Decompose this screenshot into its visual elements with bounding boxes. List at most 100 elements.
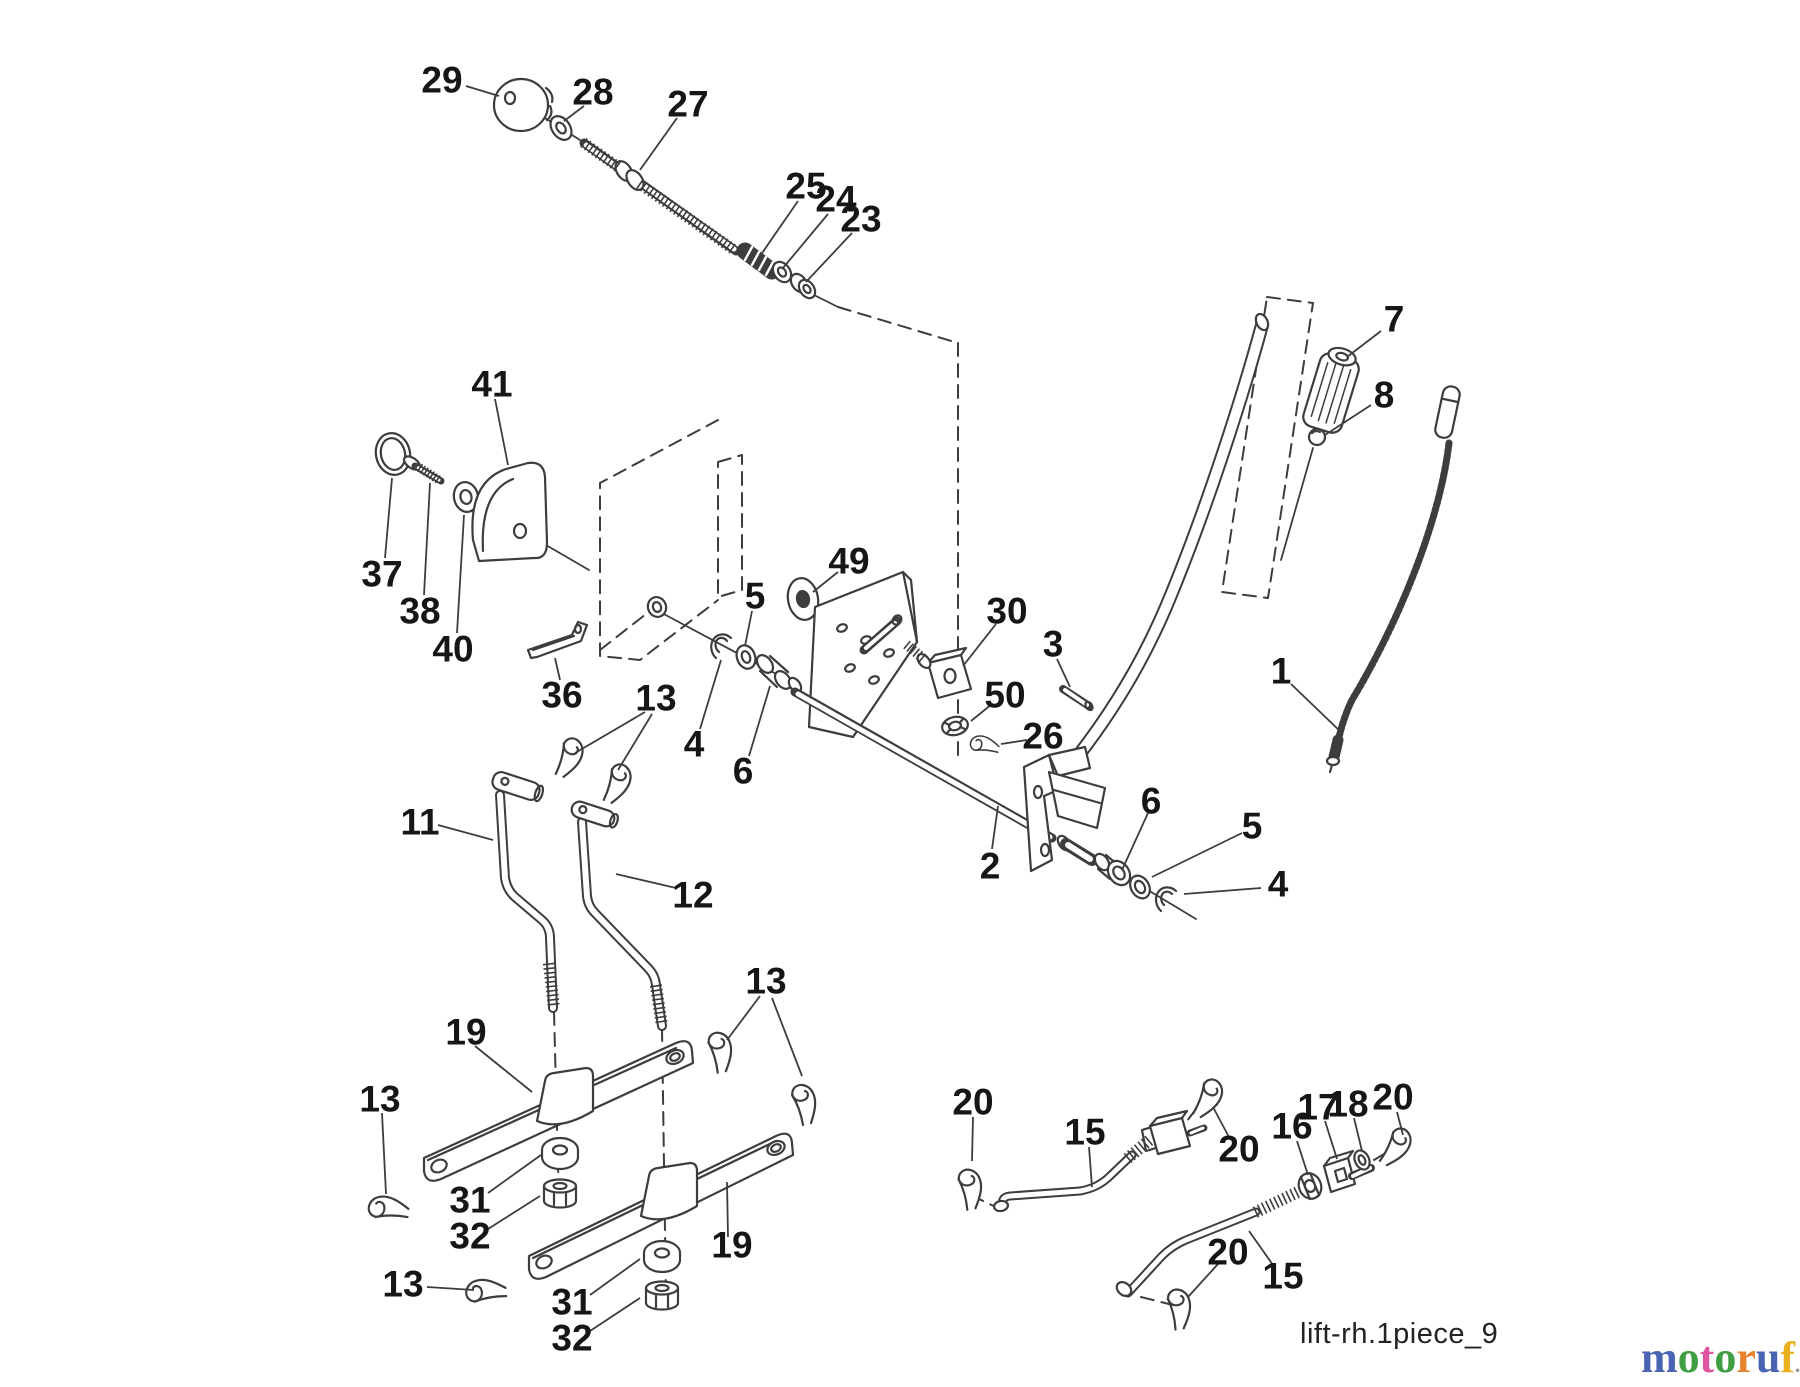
clip-13-a — [545, 733, 590, 783]
callout-label-13-29: 13 — [745, 961, 786, 1002]
diagram-caption: lift-rh.1piece_9 — [1300, 1318, 1499, 1350]
knob-29-drawing — [492, 77, 554, 133]
leader-line-32-33 — [487, 1195, 541, 1230]
callout-label-20-44: 20 — [1372, 1077, 1413, 1118]
clip-13-e — [365, 1190, 413, 1229]
clip-20-a — [955, 1167, 984, 1212]
callout-label-6-26: 6 — [1141, 781, 1162, 822]
callout-label-13-31: 13 — [359, 1079, 400, 1120]
callout-label-31-35: 31 — [551, 1282, 592, 1323]
logo-letter-6: f — [1780, 1333, 1795, 1382]
lift-shaft-rod-2-drawing — [790, 687, 1057, 843]
leader-line-38-11 — [423, 482, 431, 596]
leader-line-16-41 — [1296, 1140, 1309, 1176]
leader-line-49-14 — [812, 571, 839, 593]
callout-label-16-41: 16 — [1271, 1106, 1312, 1147]
spacer-31-upper-drawing — [540, 1136, 580, 1171]
callout-label-20-40: 20 — [1218, 1129, 1259, 1170]
spring-25-drawing — [736, 242, 781, 280]
clip-13-b — [593, 759, 638, 809]
link-11-drawing — [491, 771, 558, 1013]
callout-label-17-42: 17 — [1297, 1087, 1338, 1128]
callout-label-27-2: 27 — [667, 84, 708, 125]
leader-line-29-0 — [465, 85, 500, 97]
leader-line-6-17 — [748, 685, 771, 757]
logo-letter-0: m — [1641, 1333, 1678, 1382]
clip-13-d — [790, 1083, 817, 1127]
leader-line-17-42 — [1324, 1120, 1338, 1160]
leader-line-15-39 — [1088, 1146, 1093, 1188]
clip-13-f — [463, 1276, 510, 1309]
washer-28-drawing — [549, 115, 573, 141]
lift-link-15-upper-drawing — [992, 1109, 1208, 1213]
callout-label-5-27: 5 — [1242, 806, 1263, 847]
leader-line-2-25 — [991, 805, 999, 850]
leader-line-6-26 — [1121, 812, 1149, 871]
callout-label-2-25: 2 — [980, 846, 1001, 887]
link-12-drawing — [570, 800, 667, 1031]
bushing-6-right-drawing — [1093, 852, 1132, 887]
leader-line-20-38 — [971, 1116, 974, 1162]
pin-3-drawing — [1059, 685, 1094, 712]
clip-26-drawing — [967, 731, 1003, 761]
leader-line-23-5 — [805, 232, 853, 283]
callout-label-15-39: 15 — [1064, 1112, 1105, 1153]
lever-pivot-bracket-drawing — [1022, 745, 1107, 873]
leader-line-3-19 — [1056, 658, 1071, 688]
callout-label-15-46: 15 — [1262, 1256, 1303, 1297]
leader-line-12-24 — [615, 873, 677, 889]
nut-23-drawing — [789, 272, 817, 300]
callout-label-13-22: 13 — [635, 678, 676, 719]
callout-label-50-20: 50 — [984, 675, 1025, 716]
leader-line-26-21 — [1000, 739, 1028, 745]
callout-label-20-45: 20 — [1207, 1232, 1248, 1273]
callout-label-36-13: 36 — [541, 675, 582, 716]
leader-line-11-23 — [437, 824, 494, 841]
leader-line-20-40 — [1212, 1106, 1231, 1140]
leader-line-19-30 — [474, 1045, 533, 1093]
sector-bracket-41-drawing — [471, 461, 549, 563]
lift-rod-27-drawing — [579, 138, 741, 256]
washer-24-drawing — [771, 260, 793, 284]
callout-label-40-12: 40 — [432, 629, 473, 670]
callout-label-26-21: 26 — [1022, 716, 1063, 757]
callout-label-4-16: 4 — [684, 724, 705, 765]
motoruf-logo-letters: motoruf — [1641, 1333, 1795, 1382]
leader-line-41-9 — [494, 398, 509, 466]
leader-line-13-22 — [617, 713, 653, 771]
washer-40-drawing — [452, 481, 480, 513]
callout-label-25-3: 25 — [785, 166, 826, 207]
callout-label-18-43: 18 — [1327, 1084, 1368, 1125]
leader-line-1-8 — [1290, 683, 1344, 735]
motoruf-logo: motoruf.de — [1641, 1336, 1800, 1387]
callout-label-38-11: 38 — [399, 591, 440, 632]
callout-label-8-7: 8 — [1374, 375, 1395, 416]
leader-line-5-27 — [1151, 832, 1243, 878]
leader-line-40-12 — [456, 514, 465, 634]
callout-label-28-1: 28 — [572, 72, 613, 113]
leader-line-13-34 — [426, 1286, 475, 1291]
callout-label-7-6: 7 — [1384, 299, 1405, 340]
leader-line-36-13 — [554, 657, 561, 681]
callout-label-12-24: 12 — [672, 875, 713, 916]
logo-letter-2: t — [1699, 1333, 1715, 1382]
callout-leader-lines — [381, 85, 1404, 1332]
callout-label-37-10: 37 — [361, 554, 402, 595]
e-ring-4-right-drawing — [1154, 886, 1178, 913]
callout-label-23-5: 23 — [840, 199, 881, 240]
logo-letter-5: u — [1755, 1333, 1781, 1382]
leader-line-13-29 — [726, 995, 761, 1041]
motoruf-logo-domain: .de — [1794, 1353, 1800, 1377]
leader-line-13-29 — [771, 997, 803, 1077]
flange-nut-18-drawing — [1353, 1149, 1371, 1171]
leader-line-18-43 — [1353, 1117, 1363, 1152]
logo-letter-3: o — [1714, 1333, 1737, 1382]
clip-20-c — [1371, 1123, 1418, 1171]
callout-label-1-8: 1 — [1271, 651, 1292, 692]
leader-line-13-22 — [574, 711, 646, 754]
leader-line-20-44 — [1396, 1111, 1404, 1136]
callout-label-49-14: 49 — [828, 541, 869, 582]
leader-line-25-3 — [759, 200, 799, 257]
